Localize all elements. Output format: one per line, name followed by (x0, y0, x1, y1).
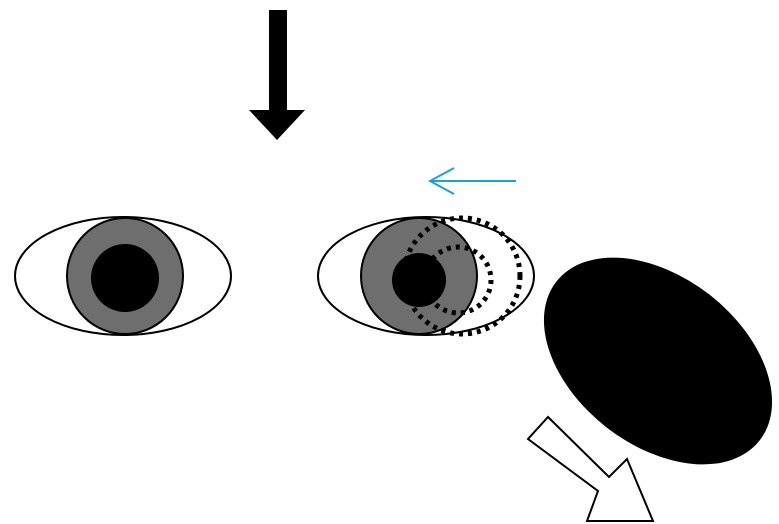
left-eye-pupil (91, 244, 159, 312)
left-arrow-icon (430, 168, 516, 194)
down-arrow-shaft (269, 10, 287, 110)
right-eye-pupil (392, 253, 446, 307)
left-eye-icon (15, 217, 231, 335)
occluder-oval (505, 215, 779, 506)
right-eye-icon (318, 217, 534, 335)
down-arrow-head (249, 110, 305, 140)
down-arrow-icon (249, 10, 305, 140)
